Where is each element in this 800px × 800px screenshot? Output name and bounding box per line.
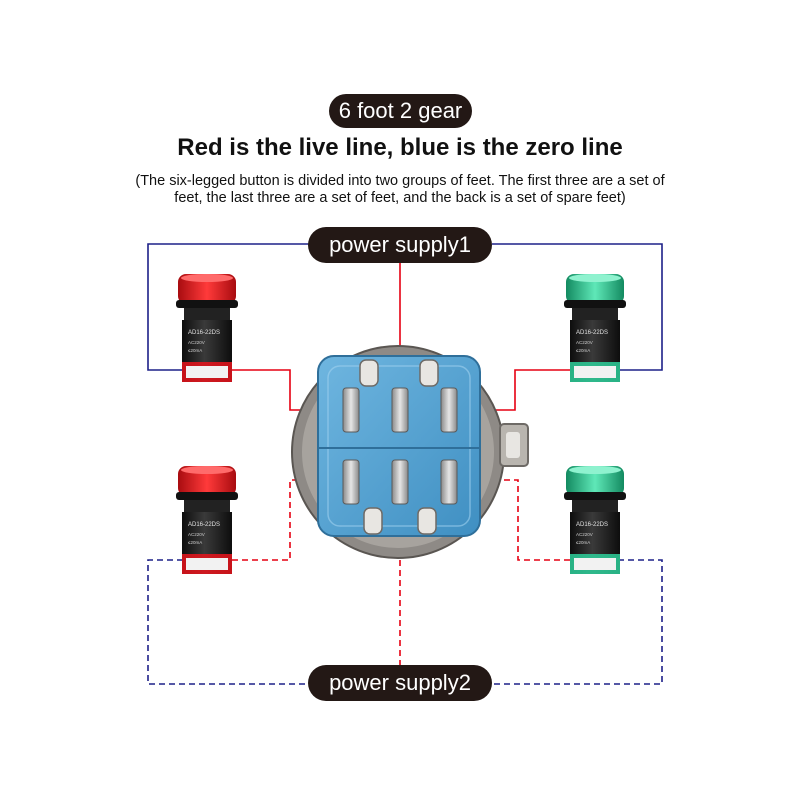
lamp-model-label: AD16-22DS [188,522,220,528]
lamp-bottom-right-green: AD16-22DS AC220V ≤20mA [564,466,626,574]
pin-2 [391,387,409,433]
pin-3 [440,387,458,433]
note-line-2: feet, the last three are a set of feet, … [174,190,626,206]
pin-4 [342,459,360,505]
lamp-spec-label: ≤20mA [188,540,202,545]
lamp-model-label: AD16-22DS [188,330,220,336]
lamp-top-right-green: AD16-22DS AC220V ≤20mA [564,274,626,382]
switch-block [317,355,481,537]
neutral-wire-2-right [492,559,663,685]
neutral-wire-1-right [492,243,663,371]
headline: Red is the live line, blue is the zero l… [177,134,623,161]
pin-6 [440,459,458,505]
lamp-model-label: AD16-22DS [576,522,608,528]
explanation-note: (The six-legged button is divided into t… [30,173,770,207]
lamp-spec-label: ≤20mA [576,540,590,545]
lamp-model-label: AD16-22DS [576,330,608,336]
title-badge: 6 foot 2 gear [329,94,472,128]
lamp-spec-label: ≤20mA [576,348,590,353]
lamp-top-left-red: AD16-22DS AC220V ≤20mA [176,274,238,382]
power-supply-1-label: power supply1 [308,227,492,263]
neutral-wire-1-left [147,243,310,371]
power-supply-2-label: power supply2 [308,665,492,701]
six-pin-switch [291,345,529,559]
neutral-wire-2-left [147,559,310,685]
lamp-spec-label: AC220V [576,340,593,345]
lamp-bottom-left-red: AD16-22DS AC220V ≤20mA [176,466,238,574]
supply1-wiring [147,243,663,411]
pin-5 [391,459,409,505]
note-line-1: (The six-legged button is divided into t… [135,173,665,189]
lamp-spec-label: AC220V [576,532,593,537]
lamp-spec-label: AC220V [188,532,205,537]
lamp-spec-label: AC220V [188,340,205,345]
lamp-spec-label: ≤20mA [188,348,202,353]
pin-1 [342,387,360,433]
